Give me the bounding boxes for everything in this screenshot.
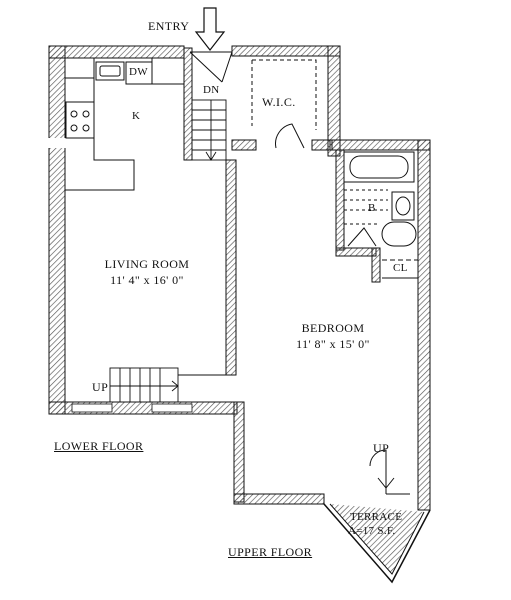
bedroom-size: 11' 8" x 15' 0" <box>296 337 370 351</box>
dishwasher-label: DW <box>129 66 148 78</box>
entry-door[interactable] <box>189 51 233 83</box>
bedroom-name: BEDROOM <box>301 321 365 335</box>
window-openings <box>38 138 470 413</box>
lower-floor-title: LOWER FLOOR <box>54 439 144 453</box>
living-room-name: LIVING ROOM <box>104 257 190 271</box>
stair-down[interactable] <box>191 99 227 161</box>
terrace-area: A=17 S.F. <box>348 525 396 537</box>
entry-label: ENTRY <box>148 19 190 33</box>
terrace <box>323 449 431 584</box>
bath-fixtures <box>343 151 417 247</box>
closet-label: CL <box>393 262 408 274</box>
stair-up-upper-label: UP <box>373 441 390 455</box>
bath-label: B <box>368 202 376 214</box>
stair-up-lower[interactable] <box>109 367 236 403</box>
entry-arrow-icon <box>194 7 226 51</box>
closet <box>382 259 418 279</box>
terrace-name: TERRACE <box>350 511 403 523</box>
walk-in-closet-shelving <box>251 59 317 130</box>
lower-floor-walls <box>48 45 238 415</box>
upper-floor-title: UPPER FLOOR <box>228 545 313 559</box>
kitchen-label: K <box>132 110 141 122</box>
stair-up-lower-label: UP <box>92 380 109 394</box>
kitchen-fixtures <box>65 58 184 191</box>
stair-down-label: DN <box>203 84 220 96</box>
upper-floor-walls <box>231 45 431 511</box>
living-room-size: 11' 4" x 16' 0" <box>110 273 184 287</box>
walk-in-closet-label: W.I.C. <box>262 95 296 109</box>
wic-door[interactable] <box>275 123 305 149</box>
